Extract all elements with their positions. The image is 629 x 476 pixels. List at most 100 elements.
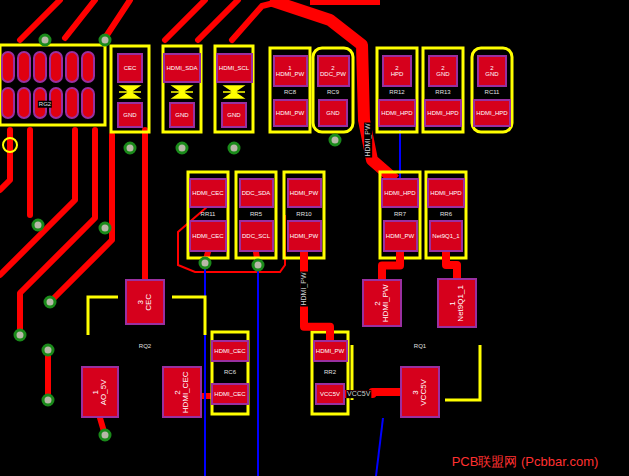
smd-pad: HDMI_PW <box>287 220 322 252</box>
silkscreen-outline <box>236 172 276 258</box>
pin-name: HDMI_PW <box>382 284 390 322</box>
smd-pad: HDMI_HPD <box>427 178 465 208</box>
pin-name: HDMI_HPD <box>427 110 458 116</box>
reference-designator: RR11 <box>200 211 217 218</box>
smd-pad: HDMI_HPD <box>381 178 419 208</box>
silkscreen-outline <box>472 48 512 132</box>
reference-designator: RQ2 <box>138 343 152 350</box>
power-trace <box>310 0 380 5</box>
connector-pad <box>2 88 14 118</box>
pad-text-group: HDMI_CEC <box>214 348 245 354</box>
pin-name: 2 <box>395 65 398 71</box>
pin-name: HDMI_CEC <box>182 371 190 413</box>
pin-name: HDMI_HPD <box>476 110 507 116</box>
trace <box>142 130 148 282</box>
reference-designator: RC8 <box>283 89 297 96</box>
pin-name: Net9Q1_1 <box>457 285 465 321</box>
silkscreen-outline <box>111 46 149 132</box>
pad-text-group: HDMI_PW <box>316 348 344 354</box>
reference-designator: RR7 <box>393 211 407 218</box>
pad-text-group: GND <box>123 112 136 118</box>
pin-name: 2 <box>174 390 182 394</box>
keepout-outline <box>178 200 285 272</box>
smd-pad: 2HDMI_PW <box>362 279 402 327</box>
top-traces <box>0 0 285 435</box>
copper-trace <box>446 252 457 278</box>
transistor-outline <box>172 297 205 335</box>
pad-text-group: 2HDMI_CEC <box>174 371 191 413</box>
tvs-diode-symbol <box>119 86 141 98</box>
smd-pad: CEC <box>117 53 143 83</box>
component-outlines <box>88 46 512 414</box>
pin1-marker <box>3 138 17 152</box>
trace <box>20 130 95 330</box>
reference-designator: RC6 <box>223 369 237 376</box>
pin-name: DDC_PW <box>320 71 346 77</box>
pin-name: HDMI_HPD <box>384 190 415 196</box>
pad-text-group: HDMI_PW <box>290 233 318 239</box>
silkscreen-outline <box>270 48 310 132</box>
silkscreen-outline <box>423 48 463 132</box>
silkscreen-outline <box>163 46 201 132</box>
trace <box>165 0 205 40</box>
pad-text-group: GND <box>175 112 188 118</box>
pad-text-group: 1AO_5V <box>92 379 109 405</box>
smd-pad: VCC5V <box>315 383 345 405</box>
via <box>177 143 187 153</box>
reference-designator: RR13 <box>434 89 451 96</box>
connector-pad <box>18 88 30 118</box>
smd-pad: 2GND <box>477 55 507 87</box>
smd-pad: 3VCC5V <box>400 366 440 418</box>
pad-text-group: HDMI_PW <box>290 190 318 196</box>
smd-pad: DDC_SCL <box>239 220 274 252</box>
pin-name: VCC5V <box>320 391 340 397</box>
pin-name: Net9Q1_1 <box>432 233 459 239</box>
pin-name: 3 <box>137 300 145 304</box>
connector-outline <box>0 45 105 125</box>
pad-text-group: Net9Q1_1 <box>432 233 459 239</box>
transistor-outline <box>88 297 118 335</box>
silkscreen-outline <box>426 172 466 258</box>
pad-text-group: HDMI_PW <box>386 233 414 239</box>
pin-name: 2 <box>374 301 382 305</box>
connector-pad <box>66 52 78 82</box>
trace <box>105 0 130 38</box>
reference-designator: RR6 <box>439 211 453 218</box>
pin-name: 1 <box>449 301 457 305</box>
via <box>229 143 239 153</box>
via <box>330 135 340 145</box>
pad-text-group: HDMI_HPD <box>476 110 507 116</box>
smd-pad: HDMI_SDA <box>163 53 201 83</box>
net-label: VCC5V <box>346 390 371 398</box>
pad-text-group: DDC_SDA <box>242 190 271 196</box>
pad-text-group: 1HDMI_PW <box>276 65 304 78</box>
pin-name: HDMI_CEC <box>192 233 223 239</box>
smd-pad: HDMI_PW <box>273 99 308 127</box>
vias <box>15 35 340 440</box>
pin-name: GND <box>436 71 449 77</box>
pin-name: HDMI_SDA <box>166 65 197 71</box>
pad-text-group: 2DDC_PW <box>320 65 346 78</box>
smd-pad: 2GND <box>428 55 458 87</box>
pin-name: CEC <box>124 65 137 71</box>
pin-name: HDMI_PW <box>290 233 318 239</box>
smd-pad: 2HDMI_CEC <box>162 366 202 418</box>
pin-name: DDC_SDA <box>242 190 271 196</box>
reference-designator: RR5 <box>249 211 263 218</box>
via <box>33 220 43 230</box>
pad-text-group: HDMI_SDA <box>166 65 197 71</box>
pad-text-group: 2GND <box>485 65 498 78</box>
connector-pad <box>18 52 30 82</box>
via <box>200 258 210 268</box>
trace <box>198 0 238 40</box>
smd-pad: 1AO_5V <box>81 366 119 418</box>
smd-pad: HDMI_CEC <box>189 220 227 252</box>
smd-pad: HDMI_CEC <box>189 178 227 208</box>
pin-name: HPD <box>391 71 404 77</box>
smd-pad: 2HPD <box>382 55 412 87</box>
smd-pad: GND <box>169 102 195 128</box>
pin-name: GND <box>123 112 136 118</box>
reference-designator: RQ1 <box>413 343 427 350</box>
